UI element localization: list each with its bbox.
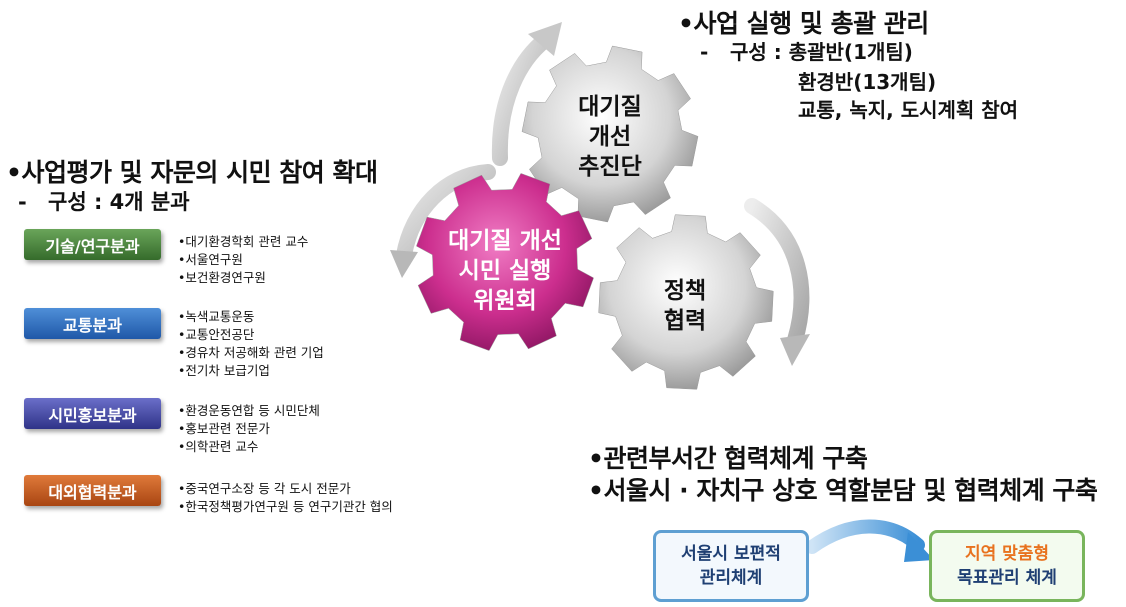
member-item: •한국정책평가연구원 등 연구기관간 협의 bbox=[178, 499, 393, 514]
member-item: •보건환경연구원 bbox=[178, 270, 266, 285]
flow-arrowhead bbox=[904, 532, 934, 562]
gear-label-citizen-committee: 대기질 개선 시민 실행 위원회 bbox=[448, 228, 562, 314]
flow-arrow bbox=[805, 519, 925, 554]
box-from-line: 서울시 보편적 bbox=[681, 544, 781, 564]
cycle-arrow-right bbox=[744, 198, 810, 348]
bottom-right-line2: •서울시 · 자치구 상호 역할분담 및 협력체계 구축 bbox=[588, 476, 1098, 505]
box-to-line: 목표관리 체계 bbox=[957, 568, 1057, 588]
box-to-line: 지역 맞춤형 bbox=[964, 544, 1050, 564]
gear-policy-cooperation bbox=[598, 214, 774, 390]
cycle-arrowhead-left bbox=[390, 250, 418, 278]
group-badge-tech-research: 기술/연구분과 bbox=[24, 229, 161, 260]
left-sub-dash: - bbox=[18, 190, 27, 214]
member-item: •홍보관련 전문가 bbox=[178, 421, 270, 436]
top-right-sub-text: 구성 : 총괄반(1개팀) bbox=[730, 40, 913, 64]
group-members-tech-research: •대기환경학회 관련 교수 •서울연구원 •보건환경연구원 bbox=[178, 233, 308, 287]
seoul-general-management-box: 서울시 보편적 관리체계 bbox=[653, 530, 809, 602]
group-members-citizen-pr: •환경운동연합 등 시민단체 •홍보관련 전문가 •의학관련 교수 bbox=[178, 402, 320, 456]
top-right-heading: •사업 실행 및 총괄 관리 bbox=[678, 9, 929, 38]
top-right-line3: 교통, 녹지, 도시계획 참여 bbox=[798, 98, 1019, 122]
member-item: •의학관련 교수 bbox=[178, 439, 259, 454]
group-members-transport: •녹색교통운동 •교통안전공단 •경유차 저공해화 관련 기업 •전기차 보급기… bbox=[178, 308, 324, 380]
left-sub-text: 구성 : 4개 분과 bbox=[48, 190, 190, 214]
member-item: •전기차 보급기업 bbox=[178, 363, 270, 378]
left-heading: •사업평가 및 자문의 시민 참여 확대 bbox=[6, 158, 378, 187]
group-members-external: •중국연구소장 등 각 도시 전문가 •한국정책평가연구원 등 연구기관간 협의 bbox=[178, 480, 393, 516]
bottom-right-line1: •관련부서간 협력체계 구축 bbox=[588, 444, 868, 473]
regional-target-management-box: 지역 맞춤형 목표관리 체계 bbox=[929, 530, 1085, 602]
cycle-arrowhead-right bbox=[780, 334, 810, 366]
cycle-arrowhead-top bbox=[528, 22, 562, 56]
member-item: •서울연구원 bbox=[178, 252, 243, 267]
gear-promotion-team bbox=[521, 45, 699, 223]
box-from-line: 관리체계 bbox=[699, 568, 763, 588]
member-item: •중국연구소장 등 각 도시 전문가 bbox=[178, 481, 351, 496]
member-item: •대기환경학회 관련 교수 bbox=[178, 234, 309, 249]
top-right-sub-dash: - bbox=[700, 40, 709, 64]
member-item: •교통안전공단 bbox=[178, 327, 255, 342]
group-badge-external: 대외협력분과 bbox=[24, 475, 161, 506]
top-right-line2: 환경반(13개팀) bbox=[798, 70, 937, 94]
member-item: •경유차 저공해화 관련 기업 bbox=[178, 345, 324, 360]
member-item: •환경운동연합 등 시민단체 bbox=[178, 403, 320, 418]
top-right-subheading: -구성 : 총괄반(1개팀) bbox=[700, 36, 913, 65]
cycle-arrow-top bbox=[491, 32, 553, 166]
gear-label-promotion-team: 대기질 개선 추진단 bbox=[578, 94, 642, 180]
gear-label-policy-cooperation: 정책 협력 bbox=[663, 278, 707, 334]
group-badge-citizen-pr: 시민홍보분과 bbox=[24, 398, 161, 429]
left-subheading: -구성 : 4개 분과 bbox=[18, 186, 190, 216]
member-item: •녹색교통운동 bbox=[178, 309, 255, 324]
cycle-arrow-left bbox=[396, 164, 496, 263]
gear-citizen-committee bbox=[416, 173, 594, 351]
group-badge-transport: 교통분과 bbox=[24, 308, 161, 339]
